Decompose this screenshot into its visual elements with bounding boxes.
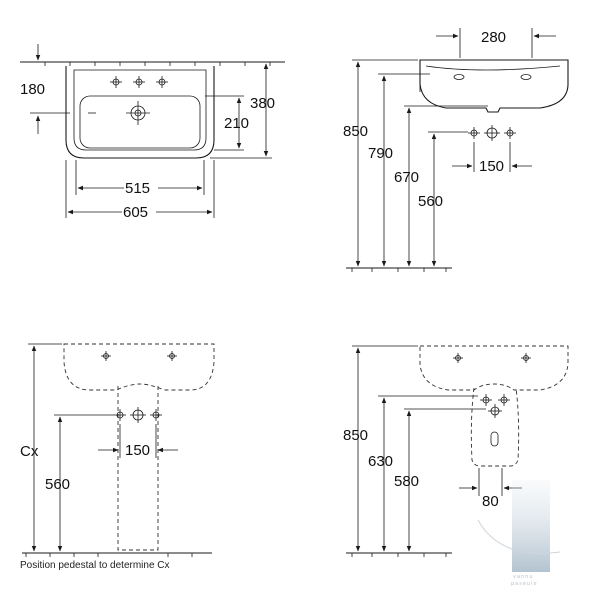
tap-hole-icon (521, 353, 531, 363)
label-790: 790 (368, 145, 393, 162)
tap-hole-icon (167, 351, 177, 361)
tap-hole-icons (110, 76, 168, 88)
connection-icon (480, 394, 492, 406)
basin-inner-curve (425, 65, 561, 71)
label-670: 670 (394, 169, 419, 186)
wall-ticks (44, 62, 271, 66)
connection-icon (150, 409, 162, 421)
connection-icon (114, 409, 126, 421)
tap-hole-icons (453, 353, 531, 363)
label-80: 80 (482, 493, 499, 510)
connection-icon (488, 404, 502, 418)
basin-outline-dashed (419, 345, 569, 391)
top-view: 180 380 210 515 60 (20, 44, 285, 221)
connection-icon (504, 127, 516, 139)
pedestal-note: Position pedestal to determine Cx (20, 560, 170, 571)
basin-outline (65, 66, 215, 159)
floor-ticks (351, 268, 447, 272)
label-380: 380 (250, 95, 275, 112)
dimension-560: 560 (418, 131, 468, 267)
pedestal-outline-dashed (470, 387, 520, 467)
label-850: 850 (343, 427, 368, 444)
dimension-cx: Cx (20, 343, 62, 552)
connection-icons (480, 394, 510, 418)
dimension-790: 790 (368, 73, 430, 267)
basin-bowl (79, 95, 201, 149)
tap-hole-icon (133, 76, 145, 88)
label-150: 150 (125, 442, 150, 459)
dimension-150: 150 (452, 142, 532, 175)
dimension-150: 150 (98, 424, 178, 459)
basin-profile (419, 59, 569, 113)
watermark-text-2: paseule (511, 581, 538, 587)
floor-ticks (351, 553, 447, 557)
drain-icon (126, 101, 150, 125)
tap-hole-icon (453, 353, 463, 363)
dimension-80: 80 (459, 468, 522, 510)
dimension-560: 560 (45, 414, 114, 552)
connection-icon (484, 125, 500, 141)
dimension-210: 210 (205, 95, 249, 151)
watermark-logo: vannu paseule (477, 480, 561, 587)
overflow-icon (453, 74, 465, 80)
basin-rim (73, 69, 207, 151)
dimension-850: 850 (343, 345, 418, 552)
side-view: 280 850 790 670 (343, 28, 569, 272)
label-cx: Cx (20, 443, 39, 460)
basin-outline-dashed (63, 343, 215, 391)
label-280: 280 (481, 29, 506, 46)
dimension-180: 180 (20, 44, 70, 134)
dimension-850: 850 (343, 59, 418, 267)
label-515: 515 (125, 180, 150, 197)
label-630: 630 (368, 453, 393, 470)
pedestal-outline-dashed (117, 386, 159, 551)
label-850: 850 (343, 123, 368, 140)
label-605: 605 (123, 204, 148, 221)
label-180: 180 (20, 81, 45, 98)
connection-icons (114, 407, 162, 423)
label-210: 210 (224, 115, 249, 132)
watermark-text-1: vannu (513, 574, 534, 580)
tap-hole-icon (110, 76, 122, 88)
trap-icon (490, 431, 499, 447)
floor-ticks (25, 553, 193, 557)
connection-icon (130, 407, 146, 423)
dimension-630: 630 (368, 395, 478, 552)
dimension-580: 580 (394, 408, 486, 552)
front-pedestal-view: Cx 560 150 Position pedestal to determin… (20, 343, 215, 571)
label-560: 560 (418, 193, 443, 210)
tap-hole-icon (156, 76, 168, 88)
dimension-280: 280 (436, 28, 556, 58)
tap-hole-icons (101, 351, 177, 361)
dimension-515: 515 (75, 160, 205, 197)
label-580: 580 (394, 473, 419, 490)
connection-icons (468, 125, 516, 141)
dimension-670: 670 (394, 105, 488, 267)
label-150: 150 (479, 158, 504, 175)
watermark-bar (512, 480, 550, 572)
tap-hole-icon (101, 351, 111, 361)
dimension-380: 380 (210, 61, 275, 159)
side-pedestal-view: 850 630 580 80 (343, 345, 569, 557)
label-560: 560 (45, 476, 70, 493)
connection-icon (498, 394, 510, 406)
connection-icon (468, 127, 480, 139)
dimension-605: 605 (65, 160, 215, 221)
overflow-icon (520, 74, 532, 80)
